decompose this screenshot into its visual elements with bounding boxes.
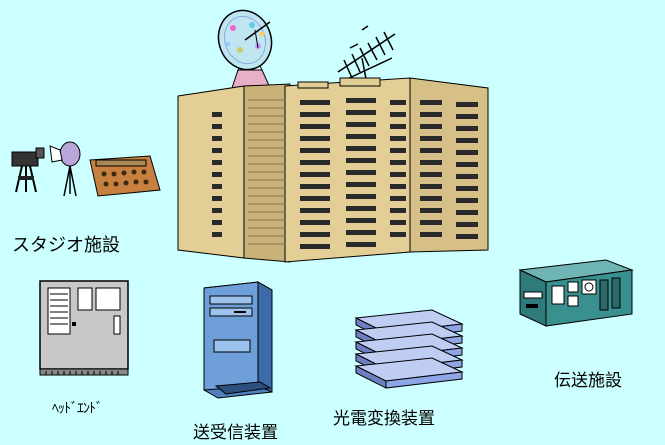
headend-label: ﾍｯﾄﾞｴﾝﾄﾞ	[52, 401, 103, 417]
building-windows-left	[212, 112, 222, 237]
desktop-computer-icon	[518, 259, 634, 327]
satellite-dish-icon	[217, 9, 273, 93]
antenna-icon	[337, 25, 396, 85]
network-switch-stack-icon	[354, 309, 464, 389]
mixing-console-icon	[89, 155, 161, 197]
studio-facility-label: スタジオ施設	[12, 235, 120, 256]
transmission-facility-label: 伝送施設	[554, 371, 622, 391]
server-tower-icon	[203, 281, 273, 399]
building-windows-main	[300, 98, 406, 249]
headend-rack-icon	[39, 280, 129, 376]
transceiver-label: 送受信装置	[193, 423, 278, 443]
building-windows-right	[420, 100, 478, 239]
spotlight-icon	[49, 141, 81, 197]
video-camera-icon	[11, 147, 45, 193]
optical-converter-label: 光電変換装置	[333, 409, 435, 429]
building-icon	[177, 77, 489, 263]
